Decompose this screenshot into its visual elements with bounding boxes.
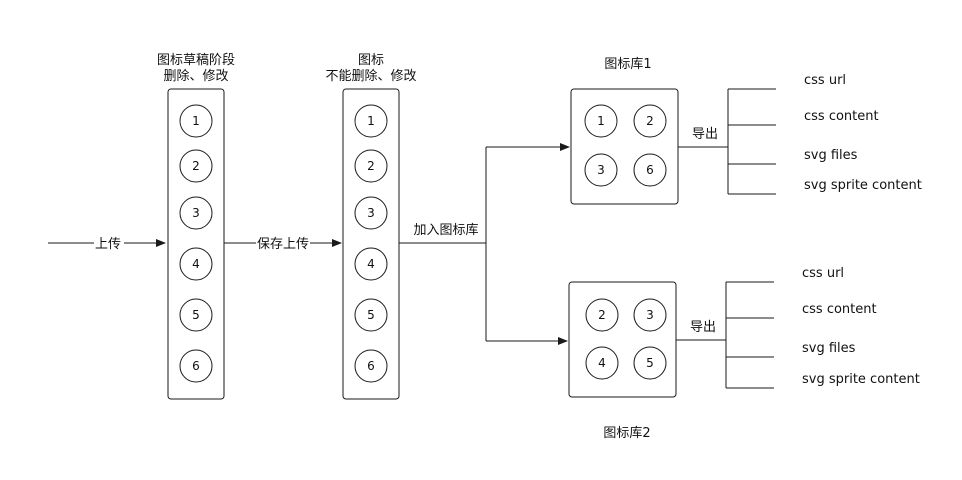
library1-icon-6: 6 bbox=[633, 153, 667, 187]
icon-number: 6 bbox=[192, 359, 200, 373]
icon-5: 5 bbox=[354, 298, 388, 332]
draft-icon-3: 3 bbox=[179, 196, 213, 230]
icon-number: 2 bbox=[192, 159, 200, 173]
icon-number: 2 bbox=[367, 159, 375, 173]
icon-circle bbox=[354, 196, 388, 230]
icon-3: 3 bbox=[354, 196, 388, 230]
icon-number: 4 bbox=[192, 257, 200, 271]
icon-number: 3 bbox=[367, 206, 375, 220]
export2-label: 导出 bbox=[690, 320, 716, 335]
icon-circle bbox=[179, 349, 213, 383]
draft-icon-list: 1 2 3 4 5 6 bbox=[179, 104, 213, 383]
icon-number: 2 bbox=[646, 114, 654, 128]
library2-box bbox=[568, 281, 677, 398]
icon-circle bbox=[633, 298, 667, 332]
icon-number: 4 bbox=[598, 356, 606, 370]
icon-circle bbox=[633, 104, 667, 138]
icon-2: 2 bbox=[354, 149, 388, 183]
library2-icon-5: 5 bbox=[633, 346, 667, 380]
add-to-library-label: 加入图标库 bbox=[413, 222, 478, 238]
library2-title: 图标库2 bbox=[603, 425, 650, 441]
draft-icon-5: 5 bbox=[179, 298, 213, 332]
library1-box bbox=[570, 88, 679, 205]
library1-export-outputs: css url css content svg files svg sprite co… bbox=[728, 73, 922, 195]
icon-number: 3 bbox=[646, 308, 654, 322]
icon-circle bbox=[179, 104, 213, 138]
icon-circle bbox=[633, 346, 667, 380]
icon-stage-subtitle: 不能删除、修改 bbox=[325, 69, 416, 84]
icon-number: 1 bbox=[597, 114, 605, 128]
library1-title: 图标库1 bbox=[604, 56, 651, 72]
icon-circle bbox=[179, 247, 213, 281]
icon-number: 1 bbox=[192, 114, 200, 128]
icon-number: 1 bbox=[367, 114, 375, 128]
library1-icon-3: 3 bbox=[584, 153, 618, 187]
export1-output-label: css url bbox=[804, 73, 846, 88]
icon-number: 5 bbox=[646, 356, 654, 370]
draft-icon-2: 2 bbox=[179, 149, 213, 183]
library1-icon-grid: 1 2 3 6 bbox=[584, 104, 667, 187]
icon-1: 1 bbox=[354, 104, 388, 138]
icon-number: 6 bbox=[367, 359, 375, 373]
library1-icon-2: 2 bbox=[633, 104, 667, 138]
library1-icon-1: 1 bbox=[584, 104, 618, 138]
icon-circle bbox=[585, 346, 619, 380]
export1-output-label: svg files bbox=[804, 148, 858, 163]
library2-icon-grid: 2 3 4 5 bbox=[585, 298, 667, 380]
icon-number: 4 bbox=[367, 257, 375, 271]
icon-circle bbox=[354, 349, 388, 383]
export2-output-label: css content bbox=[802, 302, 877, 317]
icon-circle bbox=[354, 104, 388, 138]
draft-icon-6: 6 bbox=[179, 349, 213, 383]
icon-circle bbox=[354, 149, 388, 183]
upload-label: 上传 bbox=[95, 237, 121, 252]
draft-icon-1: 1 bbox=[179, 104, 213, 138]
library2-export-outputs: css url css content svg files svg sprite co… bbox=[726, 266, 920, 389]
icon-number: 5 bbox=[367, 308, 375, 322]
icon-circle bbox=[179, 298, 213, 332]
icon-4: 4 bbox=[354, 247, 388, 281]
icon-stage-title: 图标 bbox=[358, 53, 384, 68]
library2-icon-2: 2 bbox=[585, 298, 619, 332]
icon-circle bbox=[354, 298, 388, 332]
icon-circle bbox=[585, 298, 619, 332]
icon-number: 5 bbox=[192, 308, 200, 322]
icon-list: 1 2 3 4 5 6 bbox=[354, 104, 388, 383]
save-upload-label: 保存上传 bbox=[257, 237, 309, 252]
icon-number: 2 bbox=[598, 308, 606, 322]
export1-output-label: css content bbox=[804, 109, 879, 124]
draft-stage-subtitle: 删除、修改 bbox=[163, 69, 228, 84]
icon-6: 6 bbox=[354, 349, 388, 383]
draft-icon-4: 4 bbox=[179, 247, 213, 281]
draft-stage-title: 图标草稿阶段 bbox=[157, 52, 235, 68]
icon-circle bbox=[584, 104, 618, 138]
export1-label: 导出 bbox=[692, 127, 718, 142]
icon-circle bbox=[633, 153, 667, 187]
library2-icon-4: 4 bbox=[585, 346, 619, 380]
export1-output-label: svg sprite content bbox=[804, 178, 922, 193]
icon-circle bbox=[354, 247, 388, 281]
icon-circle bbox=[584, 153, 618, 187]
icon-circle bbox=[179, 196, 213, 230]
export2-output-label: svg sprite content bbox=[802, 372, 920, 387]
library2-icon-3: 3 bbox=[633, 298, 667, 332]
icon-number: 3 bbox=[192, 206, 200, 220]
export2-output-label: css url bbox=[802, 266, 844, 281]
icon-number: 6 bbox=[646, 163, 654, 177]
icon-circle bbox=[179, 149, 213, 183]
export2-output-label: svg files bbox=[802, 341, 856, 356]
icon-number: 3 bbox=[597, 163, 605, 177]
